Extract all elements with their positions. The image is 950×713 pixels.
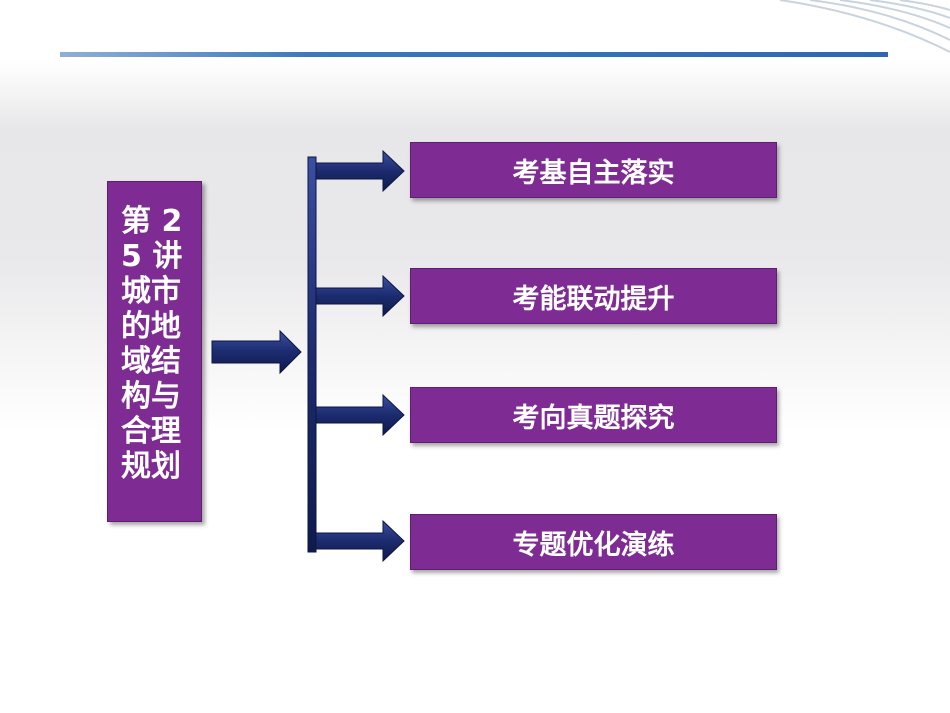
- lesson-title: 第 25 讲城市的地域结构与合理规划: [121, 204, 183, 484]
- branch-arrow-2: [315, 274, 405, 318]
- topic-box-1[interactable]: 考基自主落实: [410, 142, 777, 198]
- branch-arrow-3: [315, 393, 405, 437]
- branch-arrow-4: [315, 519, 405, 563]
- topic-box-3[interactable]: 考向真题探究: [410, 387, 777, 443]
- lesson-title-box: 第 25 讲城市的地域结构与合理规划: [107, 181, 202, 522]
- topic-label-1: 考基自主落实: [512, 157, 675, 189]
- corner-decoration: [779, 0, 950, 53]
- topic-label-3: 考向真题探究: [512, 402, 675, 434]
- topic-label-2: 考能联动提升: [512, 283, 675, 315]
- topic-box-4[interactable]: 专题优化演练: [410, 514, 777, 570]
- header-rule: [60, 52, 888, 57]
- topic-label-4: 专题优化演练: [512, 529, 675, 561]
- topic-box-2[interactable]: 考能联动提升: [410, 268, 777, 324]
- vertical-bracket: [307, 156, 317, 553]
- branch-arrow-1: [315, 149, 405, 193]
- main-arrow: [211, 329, 302, 375]
